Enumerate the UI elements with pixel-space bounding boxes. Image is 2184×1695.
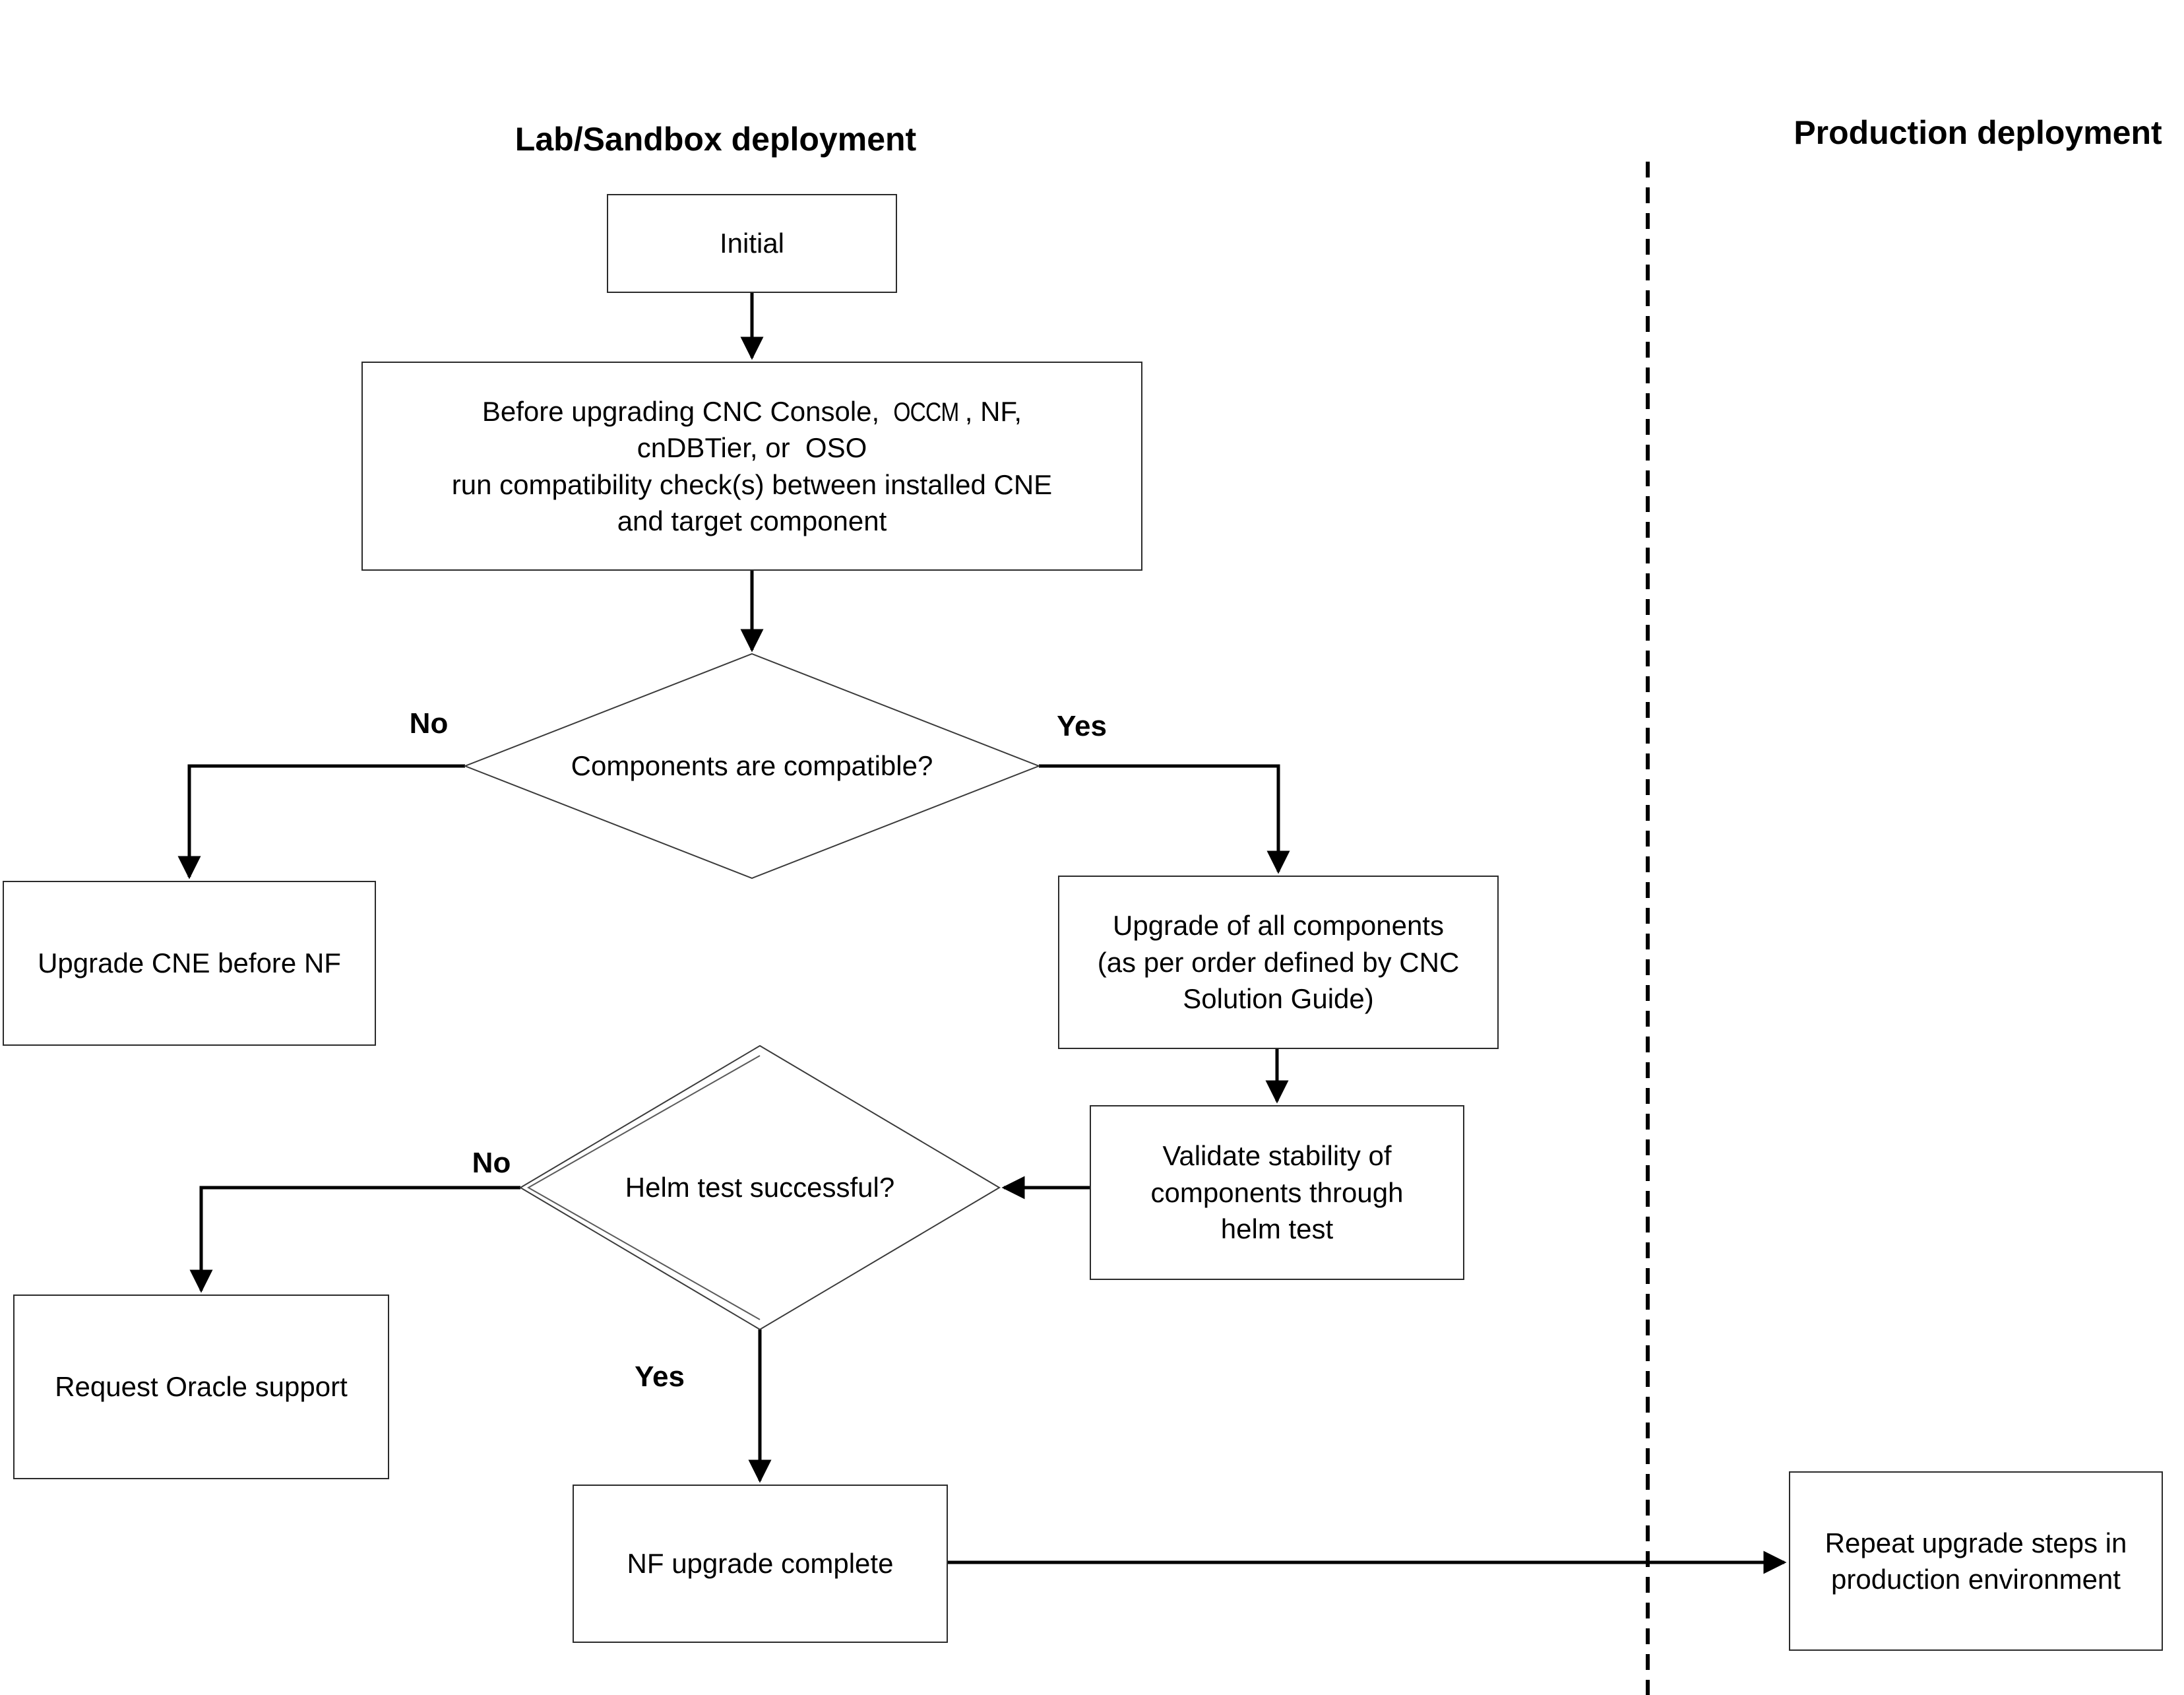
- compat-line1-part1: Before upgrading CNC Console,: [482, 395, 887, 427]
- node-compatibility-check: Before upgrading CNC Console, OCCM, NF, …: [361, 362, 1142, 571]
- node-nf-upgrade-complete: NF upgrade complete: [573, 1485, 948, 1643]
- edge-label-yes-2: Yes: [635, 1360, 685, 1393]
- node-request-oracle-support: Request Oracle support: [13, 1295, 389, 1479]
- decision-label-helm-test: Helm test successful?: [625, 1172, 895, 1203]
- compatibility-check-line-4: and target component: [617, 505, 887, 537]
- compatibility-check-line-3: run compatibility check(s) between insta…: [451, 468, 1053, 500]
- validate-line-1: Validate stability of: [1162, 1140, 1392, 1172]
- connector-decision1-no: [177, 764, 465, 879]
- repeat-production-line-1: Repeat upgrade steps in: [1825, 1527, 2127, 1558]
- validate-line-2: components through: [1150, 1176, 1404, 1208]
- decision-diamond-components-compatible: [463, 653, 1041, 879]
- edge-label-no-2: No: [472, 1147, 511, 1179]
- connector-decision2-no: [189, 1186, 520, 1293]
- validate-line-3: helm test: [1220, 1213, 1334, 1245]
- compat-line1-part3: , NF,: [964, 395, 1022, 427]
- upgrade-all-line-3: Solution Guide): [1183, 983, 1374, 1015]
- lane-title-lab-sandbox: Lab/Sandbox deployment: [515, 121, 917, 158]
- node-repeat-production: Repeat upgrade steps in production envir…: [1789, 1471, 2163, 1651]
- edge-label-yes-1: Yes: [1057, 710, 1107, 742]
- decision-label-components-compatible: Components are compatible?: [571, 750, 933, 781]
- upgrade-all-line-1: Upgrade of all components: [1113, 910, 1444, 942]
- node-upgrade-all-components: Upgrade of all components (as per order …: [1058, 876, 1499, 1049]
- lane-title-production: Production deployment: [1794, 114, 2162, 151]
- node-initial: Initial: [607, 194, 897, 293]
- decision-diamond-helm-test-inner-edge: [526, 1055, 761, 1320]
- edge-label-no-1: No: [409, 707, 449, 740]
- connector-decision1-yes: [1039, 764, 1290, 874]
- node-validate-stability: Validate stability of components through…: [1090, 1105, 1464, 1280]
- upgrade-all-line-2: (as per order defined by CNC: [1097, 946, 1460, 978]
- node-upgrade-cne-before-nf: Upgrade CNE before NF: [3, 881, 376, 1046]
- compatibility-check-line-1: Before upgrading CNC Console, OCCM, NF,: [482, 393, 1022, 430]
- compat-line1-part2-occm: OCCM: [893, 397, 959, 427]
- decision-diamond-helm-test: [519, 1044, 1001, 1331]
- compatibility-check-line-2: cnDBTier, or OSO: [637, 432, 867, 464]
- repeat-production-line-2: production environment: [1831, 1564, 2121, 1595]
